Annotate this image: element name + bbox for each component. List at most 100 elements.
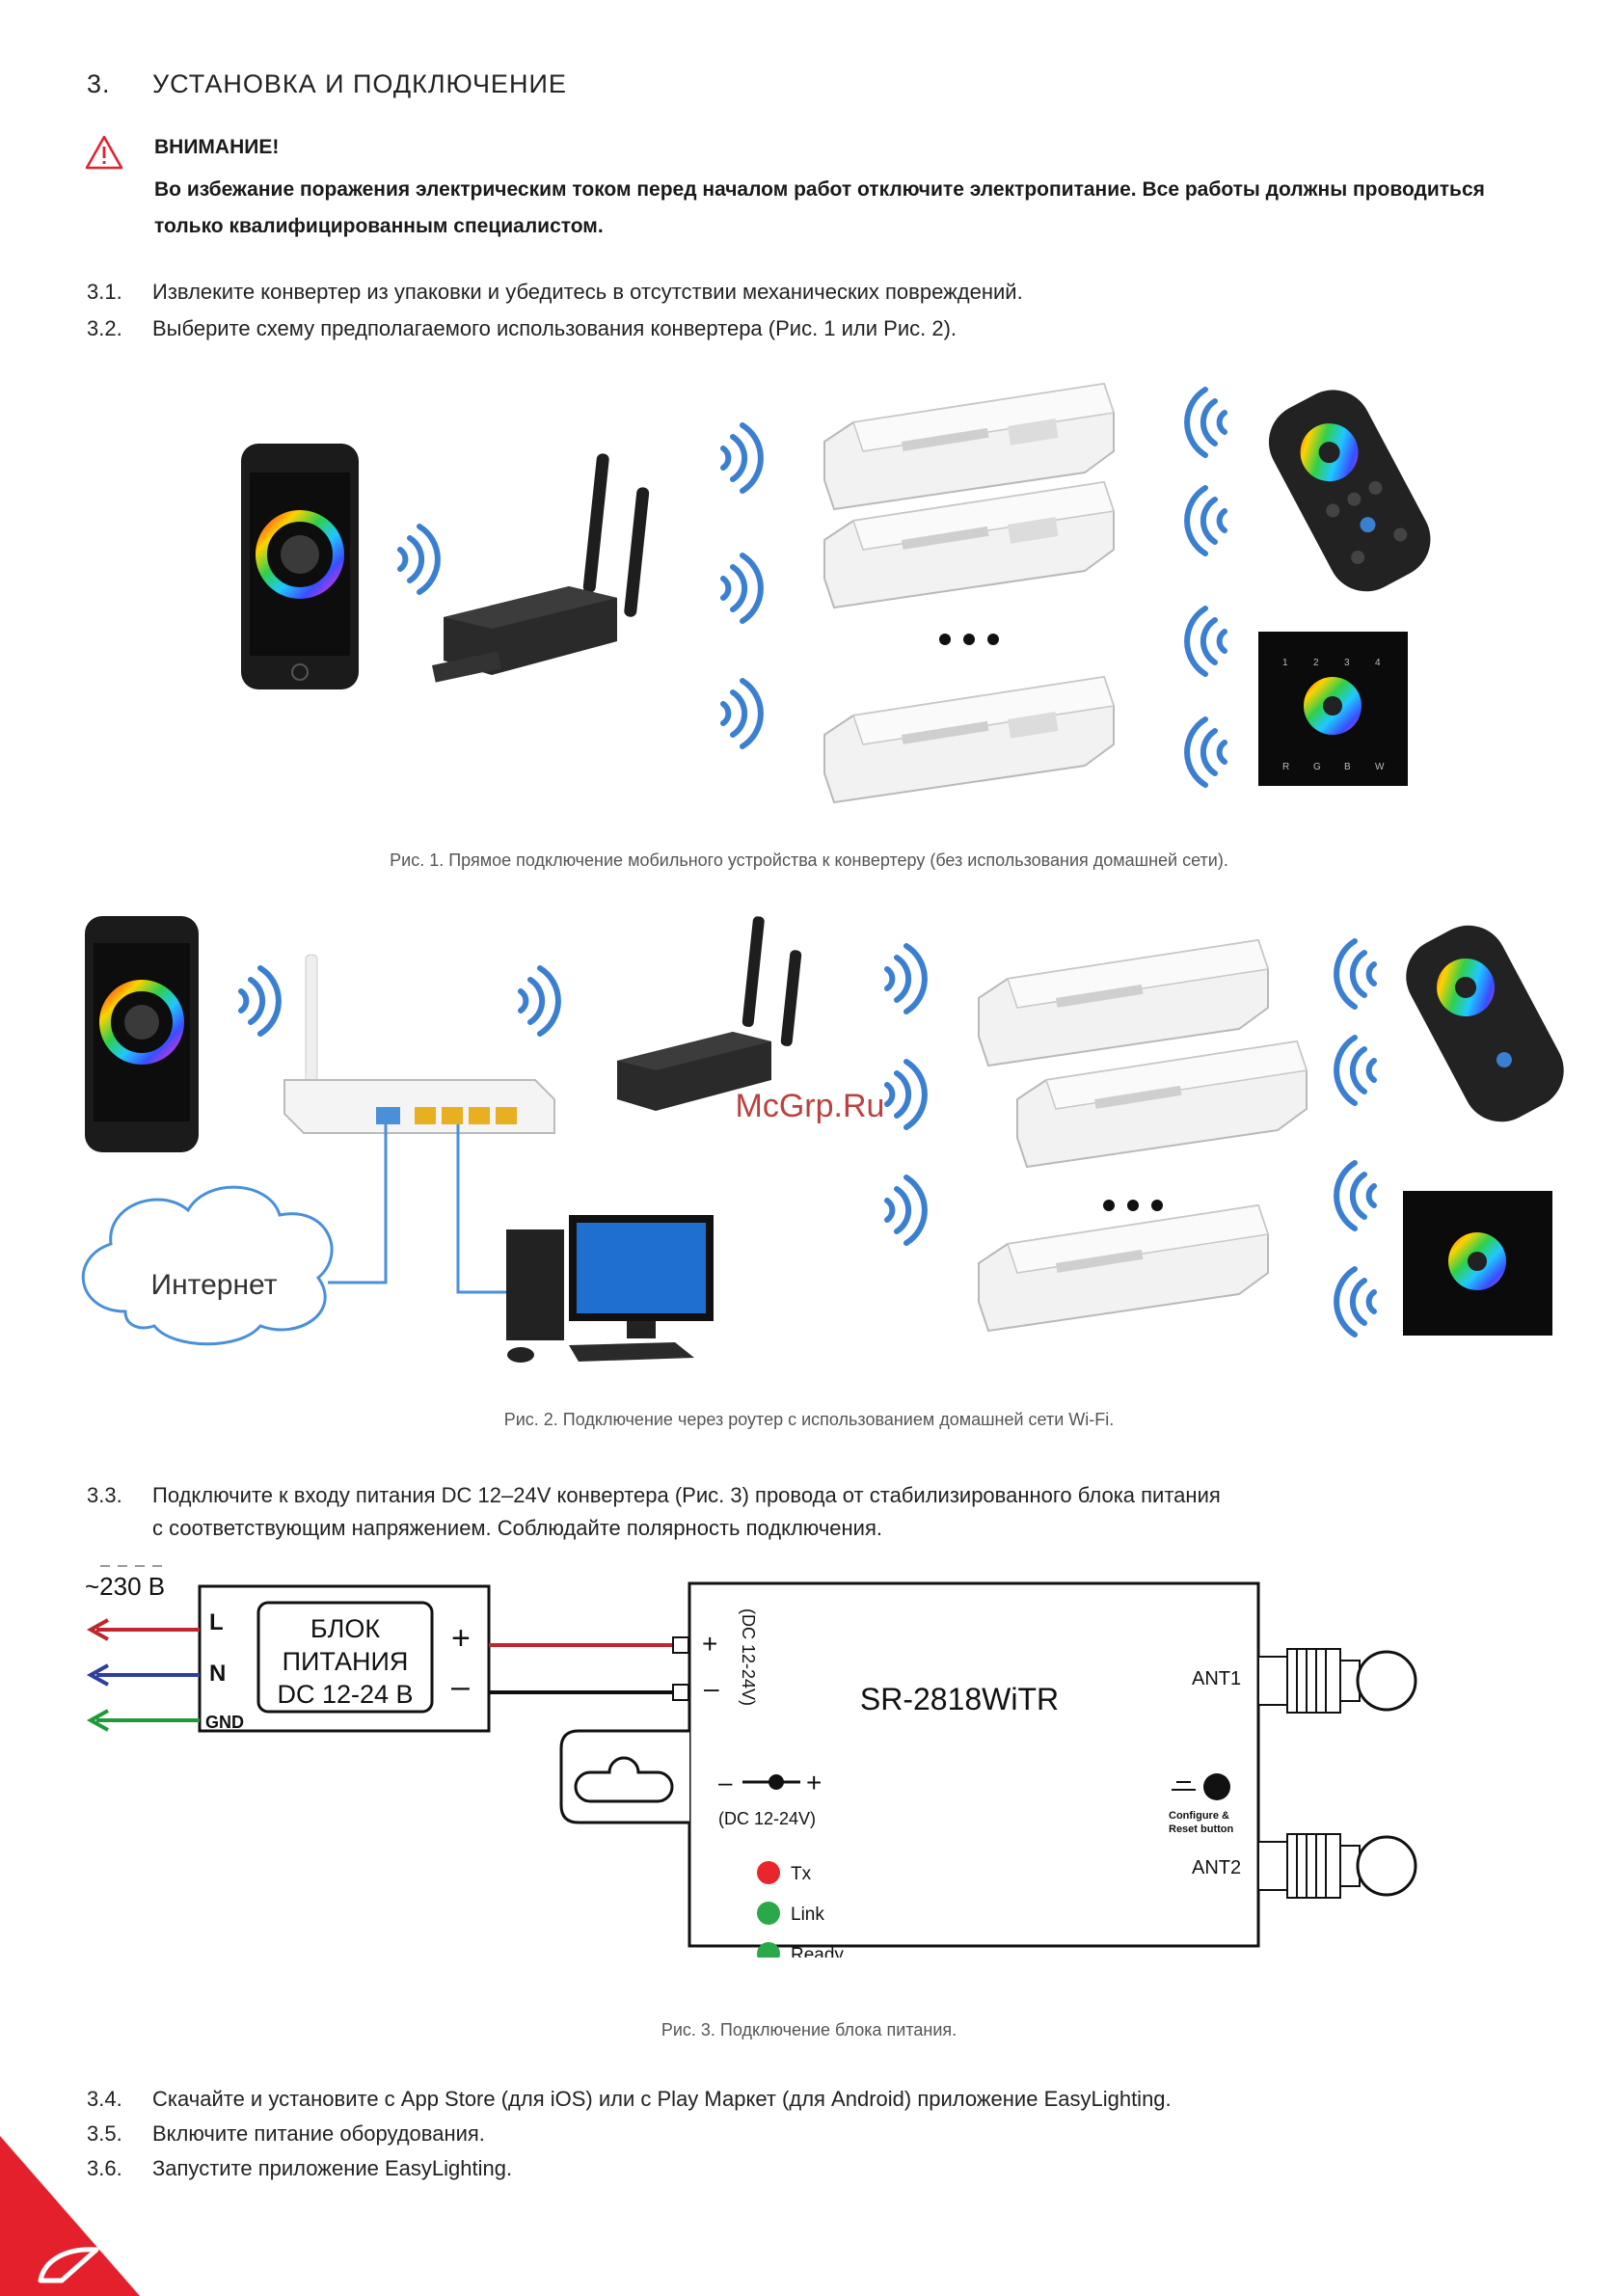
jack-minus: –	[718, 1768, 733, 1796]
warning-text: Во избежание поражения электрическим ток…	[154, 178, 1485, 237]
wireless-signal-icon	[1187, 488, 1225, 554]
warning-title: ВНИМАНИЕ!	[154, 136, 280, 158]
wireless-signal-icon	[1336, 1269, 1374, 1335]
wifi-converter-device	[432, 453, 650, 683]
dc-jack-label: (DC 12-24V)	[718, 1809, 816, 1828]
jack-plus: +	[806, 1768, 822, 1797]
wireless-signal-icon	[1336, 1038, 1374, 1103]
led-tx-label: Tx	[791, 1864, 812, 1884]
ellipsis-dots	[939, 634, 999, 645]
step-text: Запустите приложение EasyLighting.	[152, 2156, 513, 2180]
rgb-remote-control	[1268, 390, 1431, 592]
reset-label: Reset button	[1169, 1823, 1234, 1835]
step-text: Скачайте и установите с App Store (для i…	[152, 2087, 1172, 2111]
svg-text:G: G	[1313, 762, 1321, 772]
psu-label-line-1: БЛОК	[310, 1614, 380, 1643]
receiver-module	[1016, 1040, 1308, 1168]
internet-cloud: Интернет	[81, 1185, 334, 1346]
psu-plus: +	[451, 1620, 471, 1657]
desktop-computer	[506, 1215, 714, 1363]
antenna-connector-1	[1257, 1648, 1417, 1714]
receiver-module	[978, 939, 1269, 1067]
step-number: 3.3.	[87, 1483, 122, 1507]
figure-3-caption: Рис. 3. Подключение блока питания.	[661, 2020, 957, 2039]
ellipsis-dots	[1103, 1200, 1163, 1211]
rgb-wall-panel: 1 2 3 4 R G B W	[1258, 632, 1408, 786]
led-ready-label: Ready	[791, 1945, 844, 1958]
wireless-signal-icon	[1187, 390, 1225, 455]
section-number: 3.	[87, 69, 111, 98]
step-text: Включите питание оборудования.	[152, 2121, 485, 2146]
wireless-signal-icon	[1187, 719, 1225, 785]
dc-input-label: (DC 12-24V)	[739, 1608, 758, 1706]
wireless-signal-icon	[1187, 608, 1225, 674]
smartphone-icon	[241, 444, 359, 689]
wireless-signal-icon	[1336, 941, 1374, 1007]
step-number: 3.6.	[87, 2156, 122, 2180]
link-led-icon	[757, 1902, 780, 1925]
watermark: McGrp.Ru	[736, 1088, 885, 1124]
wireless-signal-icon	[887, 1177, 925, 1243]
rgb-remote-control	[1406, 925, 1564, 1122]
antenna-connector-2	[1257, 1833, 1417, 1899]
svg-text:B: B	[1344, 762, 1351, 772]
smartphone-icon	[85, 916, 199, 1152]
receiver-module	[978, 1204, 1269, 1332]
wireless-signal-icon	[521, 968, 558, 1034]
led-link-label: Link	[791, 1904, 824, 1925]
figure-2-caption: Рис. 2. Подключение через роутер с испол…	[503, 1410, 1115, 1429]
terminal-l-label: L	[209, 1609, 224, 1635]
wireless-signal-icon	[241, 968, 279, 1034]
wireless-signal-icon	[887, 1062, 925, 1127]
receiver-module	[823, 676, 1115, 803]
step-number: 3.5.	[87, 2121, 122, 2146]
warning-icon	[85, 135, 123, 170]
svg-text:2: 2	[1313, 658, 1319, 668]
psu-label-line-3: DC 12-24 В	[277, 1680, 413, 1709]
svg-text:R: R	[1282, 762, 1289, 772]
step-number: 3.2.	[87, 316, 122, 340]
rgb-wall-panel	[1403, 1191, 1552, 1336]
wifi-router	[283, 954, 555, 1134]
wireless-signal-icon	[400, 527, 438, 592]
figure-3-wiring-diagram: ~230 В БЛОК ПИТАНИЯ DC 12-24 В L N GND +…	[85, 1565, 1417, 1958]
step-3-3: 3.3. Подключите к входу питания DC 12–24…	[87, 1483, 1572, 1545]
step-text: Выберите схему предполагаемого использов…	[152, 316, 957, 340]
ant2-label: ANT2	[1192, 1857, 1241, 1878]
terminal-gnd-label: GND	[205, 1713, 244, 1732]
ant1-label: ANT1	[1192, 1668, 1241, 1689]
cloud-label: Интернет	[151, 1269, 278, 1301]
configure-reset-button-icon	[1203, 1773, 1230, 1800]
tx-led-icon	[757, 1861, 780, 1884]
figure-2-illustration: Интернет McGr	[81, 916, 1564, 1363]
wireless-signal-icon	[1336, 1163, 1374, 1229]
svg-text:4: 4	[1375, 658, 1381, 668]
psu-label-line-2: ПИТАНИЯ	[283, 1647, 409, 1676]
input-minus: –	[704, 1673, 719, 1703]
svg-text:1: 1	[1282, 658, 1288, 668]
brand-logo-icon	[38, 2247, 99, 2283]
configure-label: Configure &	[1169, 1810, 1229, 1822]
svg-text:3: 3	[1344, 658, 1350, 668]
step-3-2: 3.2. Выберите схему предполагаемого испо…	[87, 316, 1533, 345]
wireless-signal-icon	[723, 555, 761, 621]
section-title: 3. УСТАНОВКА И ПОДКЛЮЧЕНИЕ	[87, 69, 567, 99]
wireless-signal-icon	[887, 946, 925, 1012]
step-number: 3.4.	[87, 2087, 122, 2111]
converter-device-box	[688, 1581, 1260, 1948]
step-text-line-2: с соответствующим напряжением. Соблюдайт…	[152, 1516, 882, 1540]
terminal-n-label: N	[209, 1661, 226, 1687]
section-title-text: УСТАНОВКА И ПОДКЛЮЧЕНИЕ	[152, 69, 567, 98]
brand-corner-logo	[0, 2136, 140, 2296]
step-3-6: 3.6. Запустите приложение EasyLighting.	[87, 2156, 1533, 2185]
input-plus: +	[702, 1629, 717, 1659]
psu-minus: –	[451, 1668, 470, 1705]
step-text: Извлеките конвертер из упаковки и убедит…	[152, 280, 1023, 304]
figure-1-caption: Рис. 1. Прямое подключение мобильного ус…	[390, 851, 1228, 870]
step-text-line-1: Подключите к входу питания DC 12–24V кон…	[152, 1483, 1221, 1507]
wireless-signal-icon	[723, 425, 761, 491]
ac-voltage-label: ~230 В	[85, 1572, 165, 1601]
step-3-5: 3.5. Включите питание оборудования.	[87, 2121, 1533, 2150]
figure-1-illustration: 1 2 3 4 R G B W	[241, 383, 1431, 803]
svg-text:W: W	[1375, 762, 1385, 772]
